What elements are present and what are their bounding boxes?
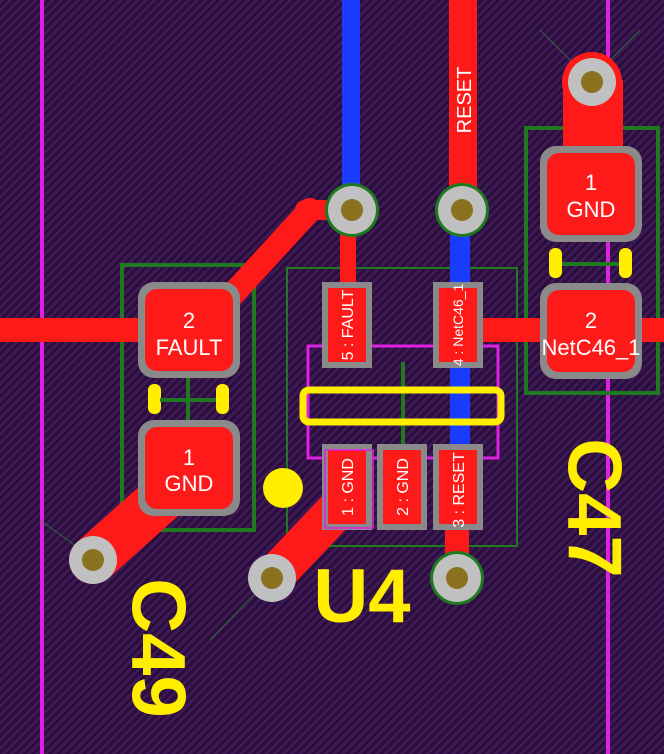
c49-courtyard xyxy=(120,263,256,532)
c49-silk-mark-left xyxy=(148,384,161,414)
c47-pad2-number: 2 xyxy=(585,308,597,333)
u4-pin3-pad[interactable] xyxy=(439,450,477,524)
via-c47-gnd[interactable] xyxy=(568,58,616,106)
c47-silk-mark-right xyxy=(619,248,632,278)
c49-pad1-number: 1 xyxy=(183,445,195,470)
via-u4-gnd[interactable] xyxy=(248,554,296,602)
c47-designator: C47 xyxy=(552,438,637,577)
c47-pad2[interactable] xyxy=(547,290,635,372)
c49-pad2-number: 2 xyxy=(183,308,195,333)
u4-silk-body xyxy=(299,386,505,426)
c49-pad1[interactable] xyxy=(145,427,233,509)
u4-pin2-pad[interactable] xyxy=(383,450,421,524)
u4-pin1-label: 1 : GND xyxy=(340,458,357,516)
reset-trace-label: RESET xyxy=(454,67,476,134)
u4-pin1-outline xyxy=(324,449,374,529)
u4-courtyard xyxy=(286,267,518,547)
u4-pin1-dot xyxy=(263,468,303,508)
c47-silk-mark-left xyxy=(549,248,562,278)
u4-pin4-label: 4 : NetC46_1 xyxy=(450,284,466,367)
c49-pad2[interactable] xyxy=(145,289,233,371)
c49-designator: C49 xyxy=(116,578,201,717)
via-u4-reset[interactable] xyxy=(430,551,484,605)
u4-pin4-pad[interactable] xyxy=(439,288,477,362)
c47-pad1[interactable] xyxy=(547,153,635,235)
c47-pad1-number: 1 xyxy=(585,170,597,195)
reset-trace xyxy=(449,0,477,210)
bottom-trace-top xyxy=(342,0,360,210)
c47-pad2-net: NetC46_1 xyxy=(541,335,640,360)
via-reset-top[interactable] xyxy=(435,183,489,237)
c49-silk-mark-right xyxy=(216,384,229,414)
via-fault[interactable] xyxy=(325,183,379,237)
u4-pin5-pad[interactable] xyxy=(328,288,366,362)
u4-pin5-label: 5 : FAULT xyxy=(340,289,357,360)
c47-pad1-net: GND xyxy=(567,197,616,222)
u4-pin2-label: 2 : GND xyxy=(395,458,412,516)
u4-designator: U4 xyxy=(313,554,410,639)
via-c49-gnd[interactable] xyxy=(69,536,117,584)
c49-pad2-net: FAULT xyxy=(156,335,223,360)
u4-pin1-pad[interactable] xyxy=(328,450,366,524)
u4-pin3-label: 3 : RESET xyxy=(451,452,468,528)
c49-pad1-net: GND xyxy=(165,471,214,496)
